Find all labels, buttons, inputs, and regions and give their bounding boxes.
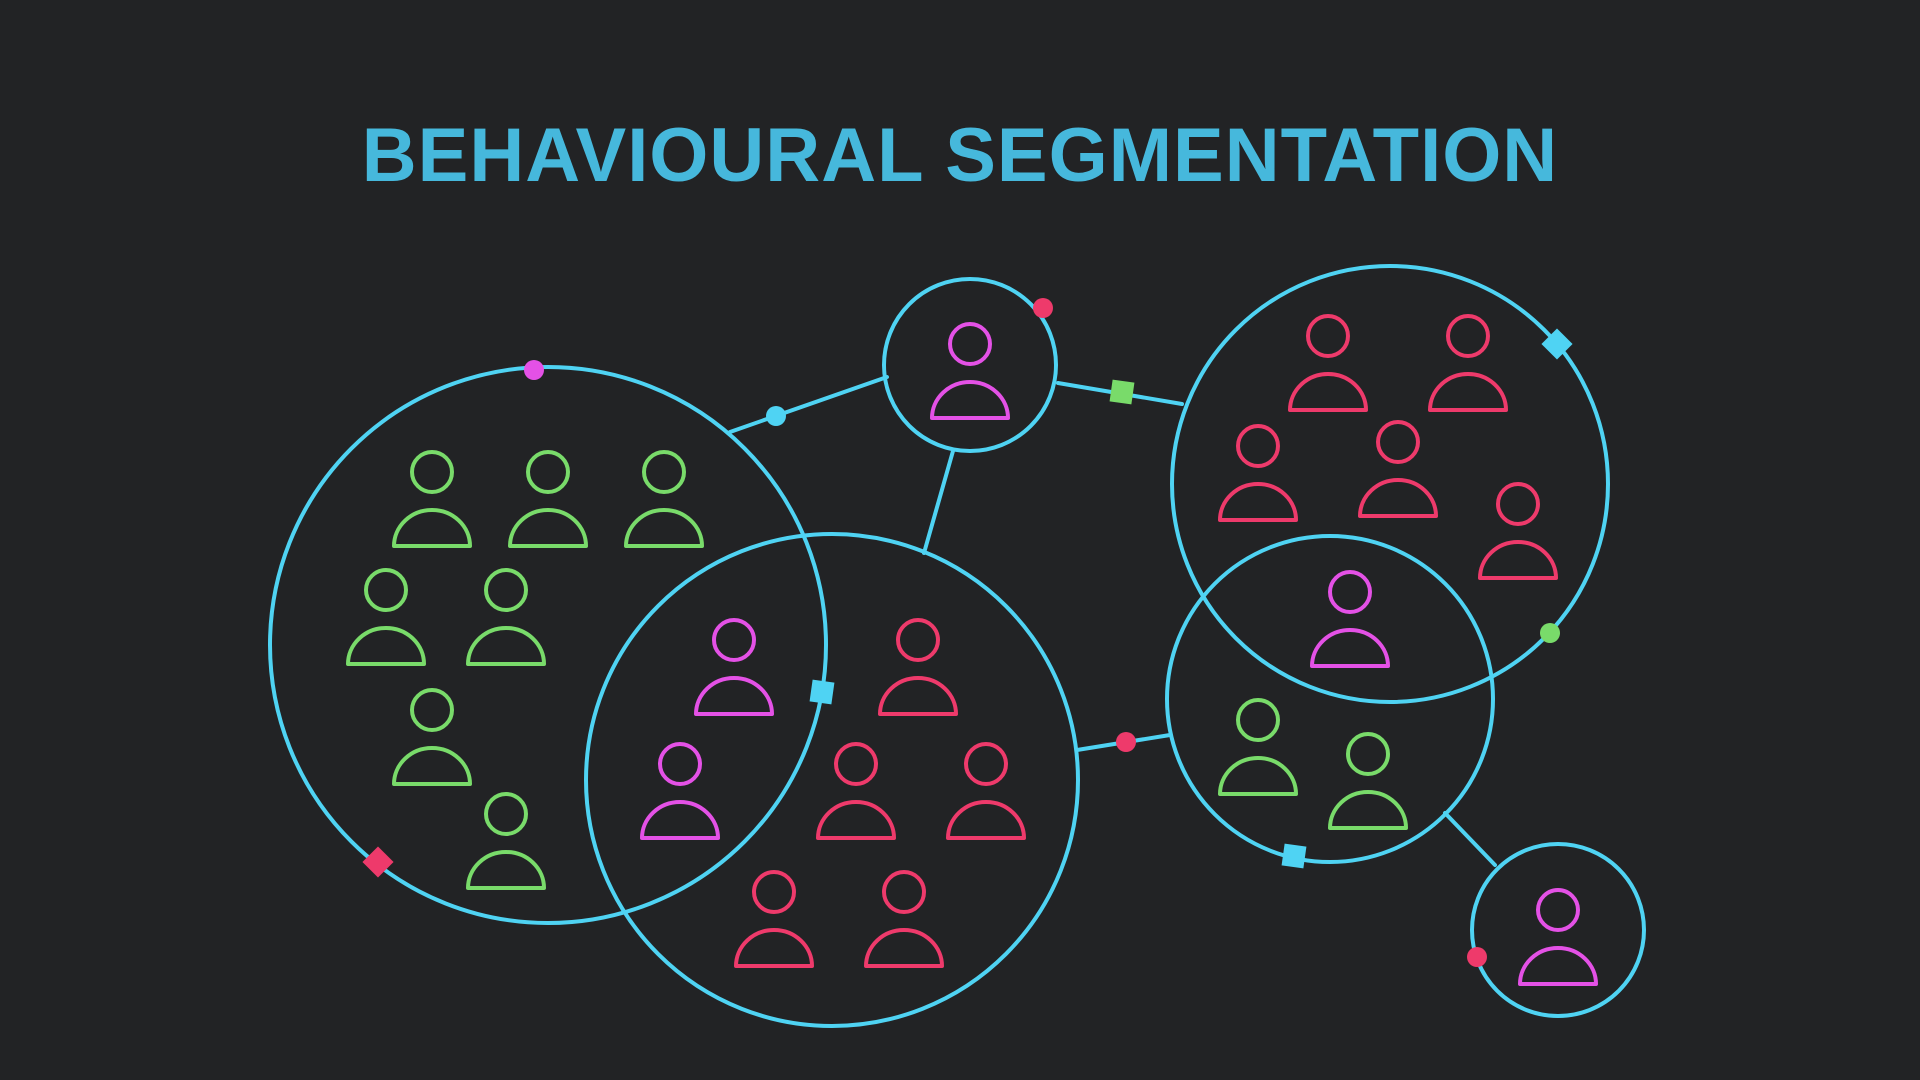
page-title: BEHAVIOURAL SEGMENTATION bbox=[361, 113, 1559, 198]
person-icon bbox=[508, 450, 588, 548]
person-icon bbox=[1518, 888, 1598, 986]
connector-line bbox=[728, 375, 889, 434]
marker-dot bbox=[1033, 298, 1053, 318]
marker-dot bbox=[1116, 732, 1136, 752]
person-icon bbox=[466, 792, 546, 890]
marker-square bbox=[1109, 379, 1135, 405]
person-icon bbox=[1310, 570, 1390, 668]
segment-circle-bottom-right bbox=[1470, 842, 1646, 1018]
person-icon bbox=[694, 618, 774, 716]
person-icon bbox=[1358, 420, 1438, 518]
person-icon bbox=[946, 742, 1026, 840]
person-icon bbox=[864, 870, 944, 968]
person-icon bbox=[640, 742, 720, 840]
person-icon bbox=[1478, 482, 1558, 580]
connector-line bbox=[922, 449, 955, 555]
person-icon bbox=[1328, 732, 1408, 830]
segment-circle-center bbox=[584, 532, 1080, 1028]
marker-diamond bbox=[362, 846, 394, 878]
marker-square bbox=[1281, 843, 1307, 869]
marker-diamond bbox=[1541, 328, 1573, 360]
marker-dot bbox=[524, 360, 544, 380]
person-icon bbox=[930, 322, 1010, 420]
marker-square bbox=[809, 679, 835, 705]
person-icon bbox=[392, 688, 472, 786]
segment-circle-left bbox=[268, 365, 828, 925]
person-icon bbox=[392, 450, 472, 548]
person-icon bbox=[346, 568, 426, 666]
marker-dot bbox=[766, 406, 786, 426]
segment-circle-top-right bbox=[1170, 264, 1610, 704]
connector-line bbox=[1443, 811, 1497, 867]
person-icon bbox=[1218, 424, 1298, 522]
segment-circle-right bbox=[1165, 534, 1495, 864]
person-icon bbox=[1218, 698, 1298, 796]
segment-circle-top bbox=[882, 277, 1058, 453]
person-icon bbox=[624, 450, 704, 548]
marker-dot bbox=[1467, 947, 1487, 967]
person-icon bbox=[1428, 314, 1508, 412]
person-icon bbox=[878, 618, 958, 716]
person-icon bbox=[734, 870, 814, 968]
marker-dot bbox=[1540, 623, 1560, 643]
person-icon bbox=[816, 742, 896, 840]
person-icon bbox=[1288, 314, 1368, 412]
person-icon bbox=[466, 568, 546, 666]
